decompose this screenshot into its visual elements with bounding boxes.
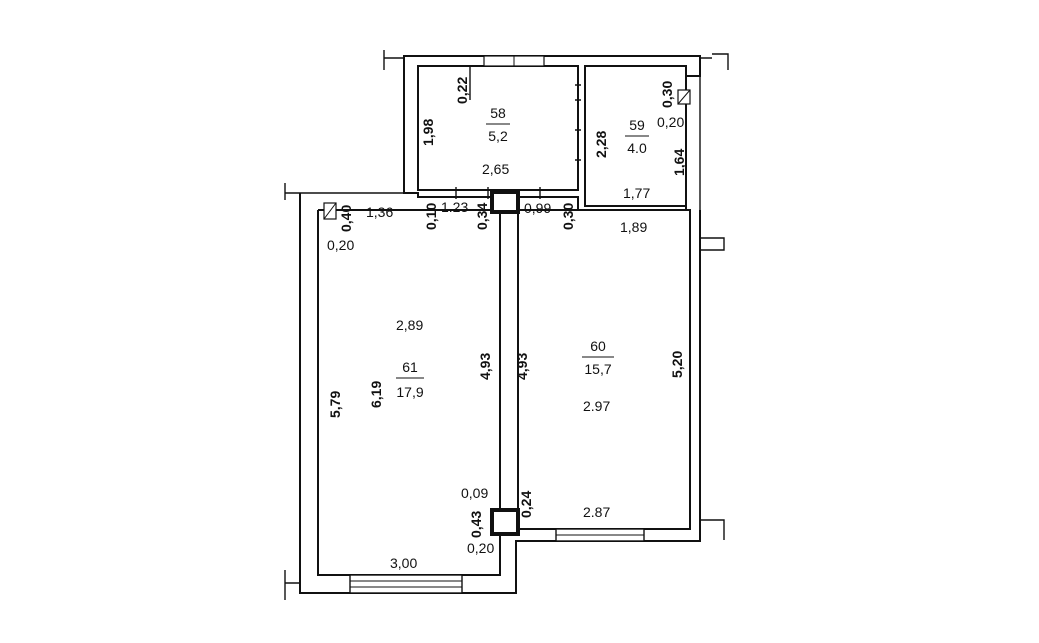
outer-wall-outline xyxy=(299,193,701,594)
room-58-area: 5,2 xyxy=(488,128,508,144)
wall-top-block xyxy=(403,55,701,211)
dim-040: 0,40 xyxy=(338,205,354,232)
room-58-number: 58 xyxy=(490,105,506,121)
wall-stub-left-bottom xyxy=(284,570,300,600)
wall-stub-right-bottom xyxy=(700,519,725,540)
dim-123: 1.23 xyxy=(441,199,468,215)
dim-59-h-right: 1,64 xyxy=(671,149,687,176)
vent-shaft-59 xyxy=(677,89,691,105)
room-59-area: 4.0 xyxy=(627,140,647,156)
dim-60-wall: 4,93 xyxy=(514,353,530,380)
room-61-label: 61 17,9 xyxy=(396,359,424,400)
dim-020a: 0,20 xyxy=(327,237,354,253)
dim-034: 0,34 xyxy=(474,203,490,230)
window-room-58 xyxy=(483,55,545,67)
pillar-top xyxy=(490,190,520,214)
wall-stub-left-top xyxy=(284,183,300,200)
dim-59-a: 0,30 xyxy=(659,81,675,108)
pillar-bottom xyxy=(490,508,520,536)
dim-043: 0,43 xyxy=(468,511,484,538)
dim-59-width: 1,77 xyxy=(623,185,650,201)
dim-58-width: 2,65 xyxy=(482,161,509,177)
room-60-number: 60 xyxy=(590,338,606,354)
dim-024: 0,24 xyxy=(518,491,534,518)
dim-61-h-outer: 5,79 xyxy=(327,391,343,418)
room-60-area: 15,7 xyxy=(584,361,611,377)
dim-020b: 0,20 xyxy=(467,540,494,556)
room-60-label: 60 15,7 xyxy=(582,338,614,377)
wall-stub-top-left xyxy=(383,50,404,70)
window-room-60 xyxy=(555,528,645,542)
dim-60-width: 2.97 xyxy=(583,398,610,414)
room-59-walls xyxy=(584,65,687,207)
vent-shaft-61 xyxy=(323,202,337,220)
dim-300: 3,00 xyxy=(390,555,417,571)
dim-099: 0,99 xyxy=(524,200,551,216)
room-58-label: 58 5,2 xyxy=(486,105,510,144)
room-59-number: 59 xyxy=(629,117,645,133)
opening-ticks xyxy=(455,84,581,199)
window-room-61 xyxy=(349,574,463,594)
dim-287: 2.87 xyxy=(583,504,610,520)
dim-58-top: 0,22 xyxy=(454,77,470,104)
room-61-area: 17,9 xyxy=(396,384,423,400)
dim-58-height: 1,98 xyxy=(420,119,436,146)
dim-61-width: 2,89 xyxy=(396,317,423,333)
dim-136: 1,36 xyxy=(366,204,393,220)
dim-009: 0,09 xyxy=(461,485,488,501)
wall-stub-right-mid xyxy=(700,237,725,251)
dim-030: 0,30 xyxy=(560,203,576,230)
dim-60-height: 5,20 xyxy=(669,351,685,378)
dim-61-wall: 4,93 xyxy=(477,353,493,380)
room-59-label: 59 4.0 xyxy=(625,117,649,156)
dim-61-h-inner: 6,19 xyxy=(368,381,384,408)
wall-stub-top-right xyxy=(700,53,729,70)
dim-189: 1,89 xyxy=(620,219,647,235)
dim-010: 0,10 xyxy=(423,203,439,230)
room-61-number: 61 xyxy=(402,359,418,375)
dim-59-b: 0,20 xyxy=(657,114,684,130)
dim-59-h-left: 2,28 xyxy=(593,131,609,158)
